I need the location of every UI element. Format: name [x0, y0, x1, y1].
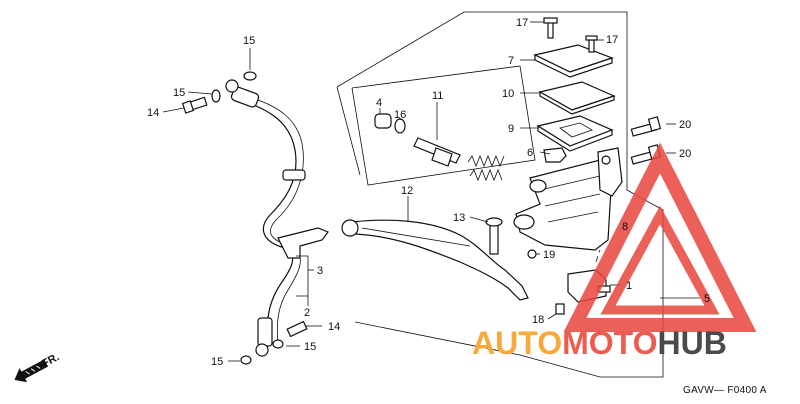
callout-8: 8	[622, 221, 628, 233]
cap-plate-side	[539, 90, 615, 115]
holder-bolt-upper-head	[647, 116, 662, 132]
callout-11: 11	[432, 90, 443, 102]
cap-screw-b	[588, 39, 595, 53]
diaphragm	[536, 115, 614, 147]
callout-7: 7	[508, 55, 514, 67]
brake-hose-inner	[244, 95, 304, 346]
reservoir-float	[543, 147, 567, 163]
callout-19: 19	[543, 249, 555, 261]
diaphragm-center	[559, 122, 593, 138]
lever-ball-end	[341, 219, 359, 237]
watermark-brand: AUTOMOTOHUB	[472, 325, 727, 361]
sealing-washer-b	[243, 71, 257, 81]
watermark-auto: AUTO	[472, 325, 562, 361]
holder-clamp	[597, 147, 623, 197]
assembly-frame	[336, 11, 664, 378]
lever-pivot-bolt-head	[485, 217, 503, 227]
piston-boot	[374, 113, 392, 129]
callout-20-lower: 20	[679, 148, 691, 160]
oil-bolt-lower	[286, 320, 308, 338]
leader-lines	[162, 21, 700, 362]
assembly-frame-edge	[336, 86, 361, 176]
sealing-washer-c	[272, 339, 284, 349]
front-direction-label: FR.	[40, 351, 61, 370]
callout-14-lower: 14	[328, 321, 340, 333]
callout-15-top: 15	[243, 35, 255, 47]
callout-15-lower-right: 15	[304, 341, 316, 353]
cap-screw-b-head	[585, 35, 598, 41]
lever-pivot-bolt	[489, 221, 499, 255]
watermark-moto: MOTO	[562, 325, 657, 361]
hose-lower-fitting	[257, 317, 273, 347]
sub-assembly-frame	[351, 65, 536, 186]
cylinder-bore	[513, 214, 535, 230]
snap-ring	[394, 118, 406, 134]
piston-spring-lower	[469, 168, 503, 182]
cap-plate	[538, 81, 616, 111]
piston-cup	[431, 147, 453, 167]
hose-clamp	[282, 169, 306, 181]
callout-2: 2	[304, 307, 310, 319]
callout-17-left: 17	[516, 17, 528, 29]
callout-1: 1	[626, 280, 632, 292]
callout-14-upper: 14	[147, 107, 159, 119]
callout-15-left: 15	[173, 87, 185, 99]
callout-12: 12	[401, 185, 413, 197]
callout-16: 16	[394, 109, 406, 121]
callout-3: 3	[317, 265, 323, 277]
hose-guide-bracket	[277, 227, 329, 259]
cylinder-port	[529, 179, 547, 193]
callout-17-right: 17	[606, 34, 618, 46]
callout-15-lower-left: 15	[211, 356, 223, 368]
hose-banjo-upper	[225, 79, 239, 93]
hose-banjo-lower	[255, 343, 269, 357]
cap-screw-a-head	[543, 17, 558, 24]
lever-pivot-nut	[527, 249, 537, 259]
callout-20-upper: 20	[679, 119, 691, 131]
callout-10: 10	[502, 88, 514, 100]
lever-ridge	[361, 227, 471, 247]
callout-5: 5	[704, 293, 710, 305]
oil-bolt-upper-head	[181, 100, 195, 114]
hose-upper-fitting	[230, 86, 260, 108]
piston-spring	[467, 154, 505, 168]
switch-screw	[555, 303, 565, 315]
switch-dash-line	[595, 249, 601, 263]
brake-lever	[351, 219, 529, 301]
callout-6: 6	[527, 147, 533, 159]
reservoir-cap	[533, 44, 614, 73]
brake-hose	[239, 99, 297, 346]
diagram-code: GAVW— F0400 A	[683, 385, 767, 396]
callout-18: 18	[532, 314, 544, 326]
master-cylinder-detail	[539, 175, 601, 223]
holder-bolt-hole	[601, 155, 611, 165]
diaphragm-side	[537, 124, 613, 152]
watermark-hub: HUB	[657, 325, 726, 361]
sealing-washer-d	[240, 355, 252, 365]
master-cylinder-body	[515, 159, 613, 251]
callout-13: 13	[453, 212, 465, 224]
watermark-triangle	[563, 142, 757, 332]
callout-labels: 1 2 3 4 5 6 7 8 9 10 11 12 13 14 14 15 1…	[147, 17, 710, 368]
front-direction-arrow-icon	[14, 359, 49, 383]
callout-9: 9	[508, 123, 514, 135]
callout-4: 4	[376, 97, 382, 109]
sealing-washer-a	[211, 89, 221, 103]
cap-screw-a	[547, 21, 554, 39]
